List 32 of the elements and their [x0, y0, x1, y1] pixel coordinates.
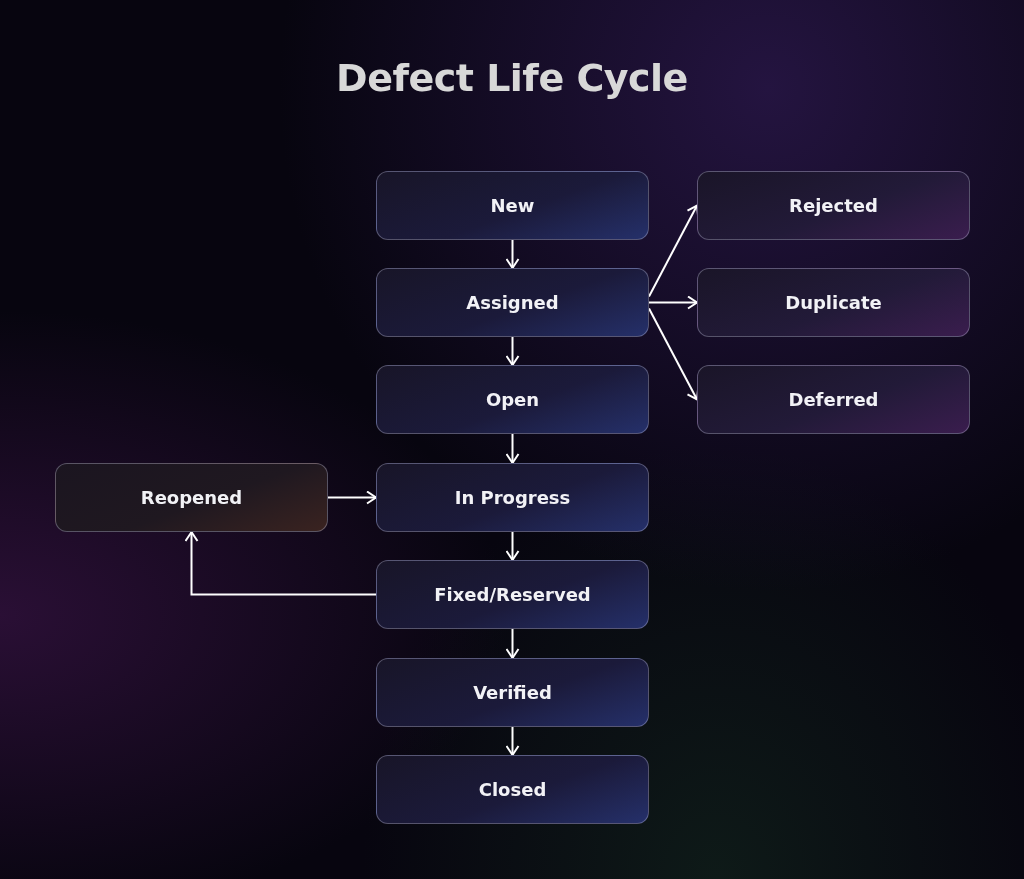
state-label: Deferred — [788, 389, 879, 410]
state-box — [697, 171, 970, 240]
state-label: Duplicate — [785, 292, 882, 313]
state-label: Open — [485, 389, 540, 410]
arrow — [505, 628, 520, 659]
arrow — [327, 490, 377, 505]
state-label: In Progress — [454, 487, 571, 508]
state-box — [376, 755, 649, 824]
title: Defect Life Cycle — [335, 56, 689, 100]
state-box — [376, 365, 649, 434]
state-box — [376, 463, 649, 532]
state-box — [55, 463, 328, 532]
state-box — [697, 365, 970, 434]
arrow — [505, 239, 520, 269]
arrow — [505, 531, 520, 561]
state-label: New — [490, 195, 535, 216]
arrow — [505, 433, 520, 464]
state-label: Closed — [478, 779, 547, 800]
state-label: Rejected — [789, 195, 878, 216]
arrow — [184, 531, 377, 596]
arrow — [505, 336, 520, 366]
state-box — [376, 171, 649, 240]
state-box — [376, 658, 649, 727]
state-label: Reopened — [140, 487, 243, 508]
state-label: Verified — [473, 682, 552, 703]
arrow — [505, 726, 520, 756]
state-box — [376, 560, 649, 629]
arrow — [648, 295, 698, 310]
state-box — [697, 268, 970, 337]
state-label: Fixed/Reserved — [434, 584, 591, 605]
state-label: Assigned — [466, 292, 559, 313]
state-box — [376, 268, 649, 337]
